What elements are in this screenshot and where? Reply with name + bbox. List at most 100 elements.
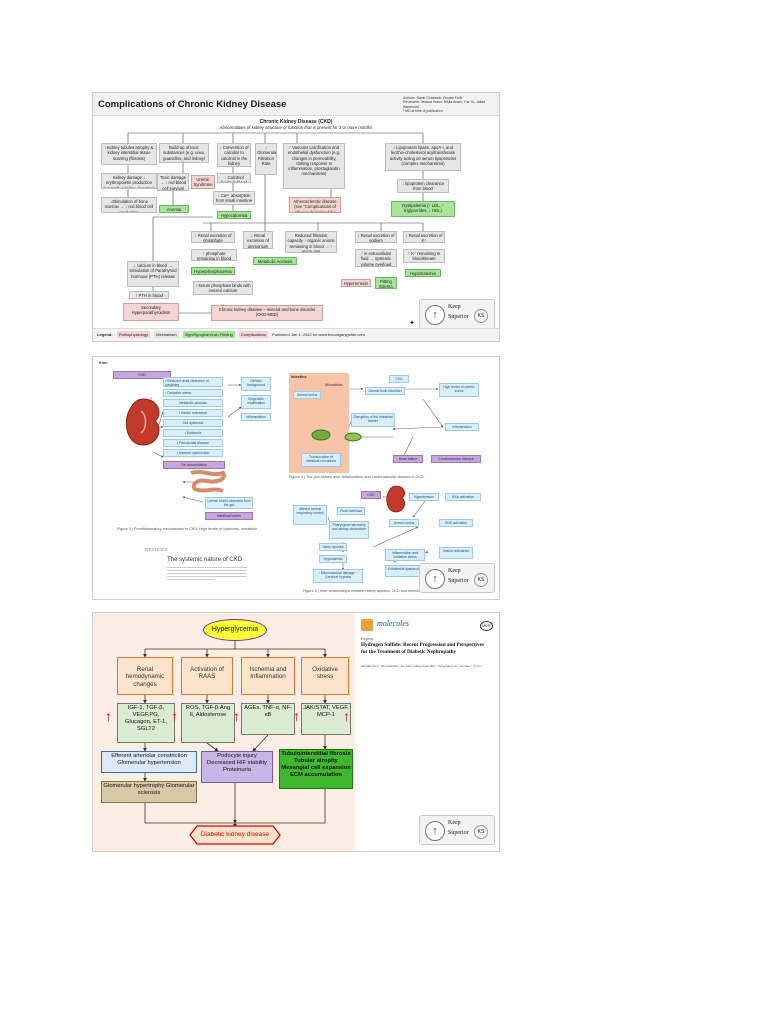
badge-logo-icon: KS: [474, 825, 488, 839]
badge-keep: Keep: [448, 568, 461, 574]
badge-logo-icon: KS: [474, 309, 488, 323]
fig3-ckd-label: CKD: [113, 371, 171, 379]
ckd-definition: Abnormalities of kidney structure or fun…: [219, 125, 373, 130]
fig5-hypoxaemia: Hypoxaemia: [319, 555, 347, 563]
fig4-translocation: Translocation of intestinal microbiota: [301, 453, 341, 467]
slide-authors: Authors: Samir Ovalokelo, Brooke Fells R…: [403, 96, 486, 114]
fig3-uremic: Uremic toxins absorbed from the gut: [205, 497, 253, 509]
node-potassium-blood: ↑ K⁺ remaining in bloodstream: [403, 249, 445, 263]
fig5-sleep-apnoea: Sleep apnoea: [319, 543, 347, 551]
mediators-ischemia: AGEs, TNF-α, NF-κB: [241, 703, 295, 735]
node-volume-overload: ↑ in extracellular fluid → systemic volu…: [355, 249, 397, 267]
node-hypertension: Hypertension: [341, 279, 371, 287]
fig5-uremic: Uremic toxins: [389, 519, 419, 527]
node-pitting-edema: Pitting Edema: [375, 277, 397, 289]
node-ammonium-excretion: ↓ Renal excretion of ammonium: [243, 231, 273, 249]
mediators-raas: ROS, TGF-β Ang II, Aldosterose: [181, 703, 235, 743]
node-phosphate-calcium: ↑ serum phosphate binds with ionized cal…: [193, 281, 253, 295]
fig4-uremic-toxins: Uremic toxins: [293, 391, 321, 399]
keep-superior-badge[interactable]: ↑ Keep Superior KS: [419, 563, 495, 593]
node-pth-blood: ↑ PTH in blood: [129, 291, 169, 299]
slide-title: Complications of Chronic Kidney Disease: [98, 99, 287, 110]
fig3-fat: Fat accumulation: [163, 461, 225, 469]
node-anion-gap: Reduced filtration capacity ↑ organic an…: [285, 231, 337, 253]
legend-sign-symptom: Sign/Symptom/Lab Finding: [182, 331, 235, 339]
fig5-inflammation: Inflammation and oxidative stress: [385, 549, 425, 561]
fig4-inflammation: Inflammation: [445, 423, 479, 431]
fig3-list-6: • Periodontal disease: [163, 439, 223, 447]
fig4-heart-failure: Heart failure: [393, 455, 423, 463]
node-sodium-excretion: ↓ Renal excretion of sodium: [355, 231, 397, 243]
fig4-cvd: Cardiovascular disease: [431, 455, 481, 463]
fig3-list-2: Metabolic acidosis: [163, 399, 223, 407]
node-hyperkalemia: Hyperkalemia: [405, 269, 441, 277]
badge-logo-icon: KS: [474, 573, 488, 587]
node-tubule-atrophy: ↑Kidney tubules atrophy & kidney interst…: [101, 143, 157, 165]
article-authors: Hai-Jian Sun ¹, Zhi-Yuan Wu ², Lei Cao ³…: [361, 664, 483, 668]
badge-superior: Superior: [448, 314, 469, 320]
fig5-microvascular: ↑ Microvascular damage ↑ Cerebral hypoxi…: [313, 569, 363, 583]
figure-top-label: Kinn: [99, 361, 108, 365]
fig5-ckd: CKD: [361, 491, 381, 499]
badge-superior: Superior: [448, 578, 469, 584]
node-calcidiol-conversion: ↓ Conversion of calcidiol to calcitriol …: [217, 143, 251, 167]
node-ckd-mbd: Chronic kidney disease – mineral and bon…: [211, 305, 323, 321]
fig3-intestinal: Intestinal barrier: [205, 512, 253, 520]
keep-superior-badge[interactable]: ↑ Keep Superior KS: [419, 299, 495, 331]
fig3-list-4: Gut dysbiosis: [163, 419, 223, 427]
cause-ischemia: Ischemia and Inflammation: [241, 657, 295, 695]
node-hypocalcemia: Hypocalcemia: [217, 211, 251, 219]
cause-oxidative-stress: Oxidative stress: [301, 657, 349, 695]
mdpi-logo: MDPI: [480, 621, 493, 631]
mediators-oxidative: JAK/STAT, VEGF, MCP-1: [301, 703, 351, 735]
slide-header: Complications of Chronic Kidney Disease …: [93, 93, 499, 116]
article-header: molecules MDPI Review Hydrogen Sulfide: …: [355, 613, 499, 851]
fig5-sns: SNS activation: [439, 519, 473, 527]
node-dyslipidemia: Dyslipidemia (↑ LDL, ↑ triglycerides, ↓ …: [391, 201, 455, 217]
outcome-glomerular: Glomerular hypertrophy Glomerular sclero…: [101, 781, 197, 803]
fig4-disruption: Disruption of the intestinal barrier: [351, 413, 395, 427]
badge-keep: Keep: [448, 304, 461, 310]
increase-arrow-icon: ↑: [233, 708, 240, 724]
fig4-high-levels: High levels of uremic toxins: [439, 383, 479, 397]
journal-logo-icon: [361, 619, 373, 631]
legend-pathophysiology: Pathophysiology: [116, 331, 151, 339]
increase-arrow-icon: ↑: [343, 708, 350, 724]
node-toxic-damage: Toxic damage → ↓ red blood cell survival: [157, 173, 189, 191]
legend-label: Legend:: [97, 332, 113, 337]
systemic-body-text: [167, 565, 247, 582]
systemic-title: The systemic nature of CKD: [167, 557, 243, 563]
slide-legend: Legend: Pathophysiology Mechanism Sign/S…: [93, 328, 499, 341]
fig3-genetic: Genetic background: [241, 377, 271, 391]
scroll-up-icon[interactable]: ↑: [425, 305, 445, 325]
fig3-list-3: • Insulin resistance: [163, 409, 223, 417]
node-lipoprotein-clearance: ↓ lipoprotein clearance from blood: [397, 179, 449, 193]
article-title: Hydrogen Sulfide: Recent Progression and…: [361, 642, 484, 655]
bacteria-illustration: [311, 429, 362, 442]
node-metabolic-acidosis: Metabolic Acidosis: [253, 257, 297, 265]
mediators-hemodynamic: IGF-1, TGF-β, VEGF,PG, Glucagon, ET-1, S…: [117, 703, 175, 743]
fig5-raa: RAA activation: [445, 493, 481, 501]
node-phosphate-blood: ↑ phosphate remaining in blood stream: [191, 249, 237, 261]
fig5-pharyngeal: Pharyngeal narrowing and airway obstruct…: [329, 521, 369, 539]
kidney-illustration: [125, 398, 160, 446]
increase-arrow-icon: ↑: [171, 708, 178, 724]
outcome-hexagon-shape: [189, 825, 281, 845]
scroll-up-icon[interactable]: ↑: [425, 569, 445, 589]
hyperglycemia-node: Hyperglycemia: [203, 619, 267, 641]
node-calcium-absorption: ↓ Ca²⁺ absorption from small intestine: [213, 191, 255, 205]
outcome-diabetic-kidney-disease: Diabetic kidney disease: [200, 831, 270, 838]
ckd-complications-slide: Complications of Chronic Kidney Disease …: [92, 92, 500, 342]
badge-superior: Superior: [448, 830, 469, 836]
fig3-list-5: • Dysbiosis: [163, 429, 223, 437]
fig4-retention: Uremic toxin retention: [365, 387, 405, 395]
node-atherosclerotic: Atherosclerotic disease (see "Complicati…: [289, 197, 341, 213]
ckd-heading: Chronic Kidney Disease (CKD): [259, 119, 333, 125]
intestine-illustration: [190, 469, 226, 493]
keep-superior-badge[interactable]: ↑ Keep Superior KS: [419, 815, 495, 845]
scroll-up-icon[interactable]: ↑: [425, 821, 445, 841]
kidney-small-illustration: [386, 485, 406, 513]
node-calcitriol-levels: ↓ Calcitriol levels in blood: [217, 173, 251, 183]
node-anemia: Anemia: [159, 205, 189, 213]
node-epo-production: Kidney damage ↓ erythropoietin productio…: [101, 173, 157, 189]
